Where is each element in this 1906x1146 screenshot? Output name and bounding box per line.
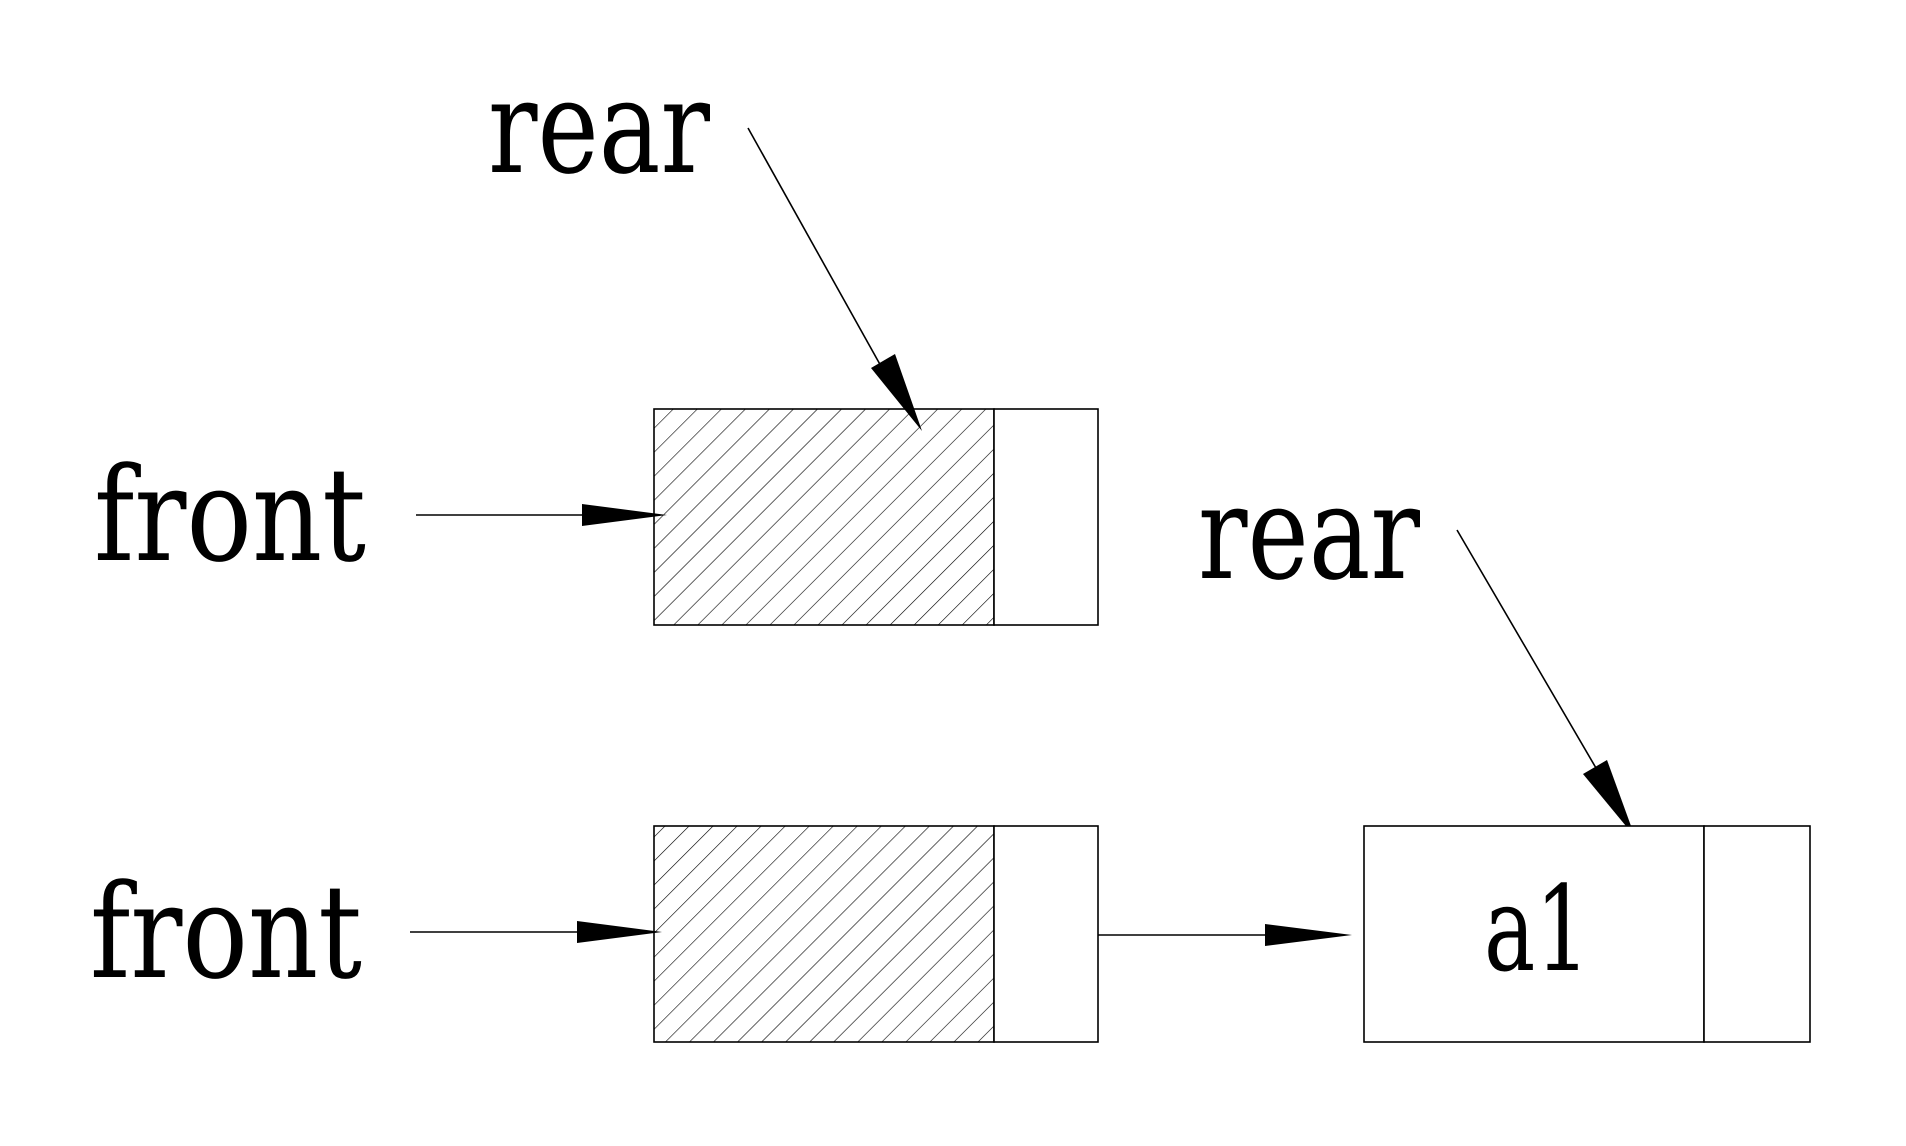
- front-arrowhead-bottom: [577, 921, 662, 943]
- rear-arrowhead-bottom: [1583, 760, 1635, 837]
- head-node-data-field-bottom: [653, 825, 995, 1043]
- front-arrowhead-top: [582, 504, 667, 526]
- head-node-next-field-bottom: [993, 825, 1099, 1043]
- rear-label-top: rear: [488, 51, 711, 203]
- node-a1: a1: [1363, 825, 1811, 1043]
- head-node-top: [653, 408, 1099, 626]
- node-a1-next-field: [1703, 825, 1811, 1043]
- front-label-bottom: front: [90, 856, 362, 1008]
- head-node-next-field: [993, 408, 1099, 626]
- node-a1-value: a1: [1484, 860, 1590, 998]
- node-a1-data-field: [1363, 825, 1705, 1043]
- rear-pointer-bottom: [1456, 529, 1597, 769]
- rear-label-bottom: rear: [1198, 457, 1421, 609]
- next-arrowhead-head-to-a1: [1265, 924, 1352, 946]
- head-node-data-field: [653, 408, 995, 626]
- front-label-top: front: [94, 439, 366, 591]
- rear-pointer-top: [747, 127, 883, 369]
- head-node-bottom: [653, 825, 1099, 1043]
